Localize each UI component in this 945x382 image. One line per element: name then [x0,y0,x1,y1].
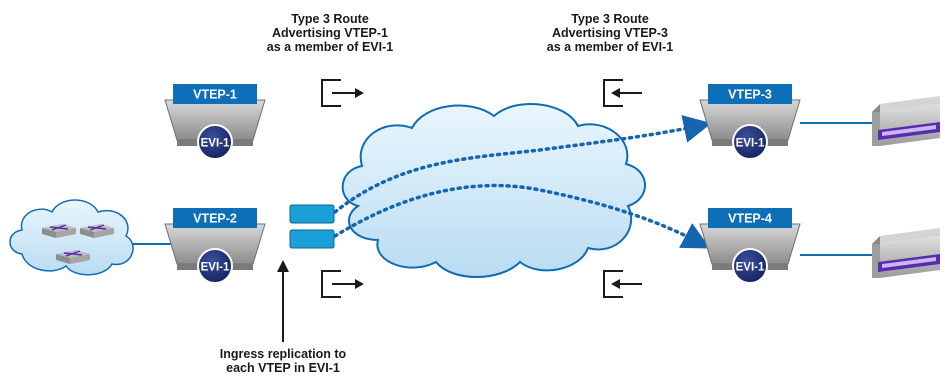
annotation-line: as a member of EVI-1 [546,40,674,54]
annotation-line: Type 3 Route [571,12,649,26]
evi-badge [732,248,768,284]
import-route-icon [603,270,642,298]
export-route-icon [321,270,364,298]
annotation-line: Advertising VTEP-3 [552,26,668,40]
vtep-label: VTEP-1 [193,88,237,102]
evi-label: EVI-1 [201,138,230,150]
vtep-label-bar [173,84,257,104]
vtep-label-bar [708,84,792,104]
packet-icon [289,204,335,224]
vtep-label: VTEP-3 [728,88,772,102]
evi-badge [732,124,768,160]
switch-icon [56,250,90,264]
left-route-annotation: Type 3 Route Advertising VTEP-1 as a mem… [240,12,420,54]
annotation-line: Ingress replication to [219,347,347,361]
import-route-icon [603,79,642,107]
annotation-line: as a member of EVI-1 [266,40,394,54]
vtep-label-bar [708,208,792,228]
switch-icon [80,224,114,238]
evi-badge [197,124,233,160]
evi-label: EVI-1 [736,262,765,274]
server-icon [872,96,940,146]
right-route-annotation: Type 3 Route Advertising VTEP-3 as a mem… [520,12,700,54]
evi-label: EVI-1 [736,138,765,150]
export-route-icon [321,79,364,107]
vtep-label: VTEP-4 [728,212,772,226]
server-icon [872,228,940,278]
annotation-line: each VTEP in EVI-1 [226,361,340,375]
evi-label: EVI-1 [201,262,230,274]
vtep-label: VTEP-2 [193,212,237,226]
packet-icon [289,229,335,249]
ingress-arrow-head [277,260,289,272]
provider-cloud-icon [341,103,646,278]
annotation-line: Type 3 Route [291,12,369,26]
replication-path-vtep4 [333,183,711,249]
vtep-label-bar [173,208,257,228]
switch-icon [42,224,76,238]
replication-path-vtep3 [333,115,712,214]
evi-badge [197,248,233,284]
lan-cloud-icon [9,199,134,276]
annotation-line: Advertising VTEP-1 [272,26,388,40]
ingress-annotation: Ingress replication to each VTEP in EVI-… [183,347,383,375]
